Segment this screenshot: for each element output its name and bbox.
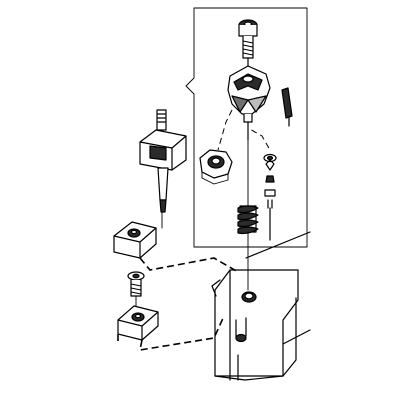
small-screw-washer-set [263, 153, 277, 241]
torx-key [139, 109, 187, 213]
cutting-insert [113, 221, 157, 259]
parts-frame [185, 7, 308, 248]
assembly-guide-lines [117, 109, 271, 351]
insert-clamp-screw [238, 19, 258, 67]
shim [117, 305, 159, 341]
coil-spring [237, 205, 259, 235]
pin [281, 87, 293, 127]
clamp-top [227, 65, 271, 141]
toolholder-body [211, 231, 311, 381]
hex-nut [199, 149, 233, 185]
shim-screw [127, 271, 145, 297]
